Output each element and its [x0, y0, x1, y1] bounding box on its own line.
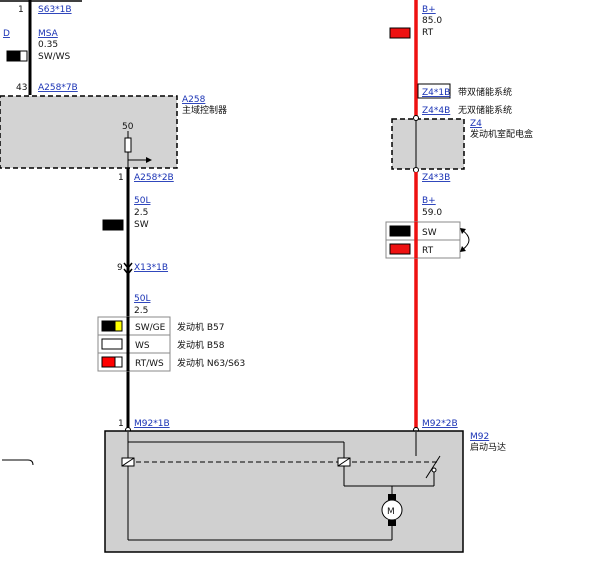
variant-color-code: RT/WS: [135, 359, 164, 369]
connector-chevron-icon: [123, 262, 133, 270]
motor-brush-icon: [388, 494, 396, 500]
color-swatch-stripe: [19, 50, 28, 62]
pin-label: 43: [16, 83, 27, 93]
pin-label: 1: [118, 173, 124, 183]
motor-symbol: M: [387, 507, 395, 517]
connector-pin-icon: [413, 115, 419, 121]
pin-label: 1: [118, 419, 124, 429]
fuse-label: 50: [122, 122, 134, 132]
wire-cross-section: 0.35: [38, 40, 58, 50]
arrowhead-icon: [460, 246, 466, 252]
connector-z4-3b[interactable]: Z4*3B: [422, 173, 450, 183]
component-m92-name: 启动马达: [470, 441, 506, 453]
solenoid-coil-icon: [337, 457, 351, 467]
switch-contact-icon: [431, 467, 437, 473]
swap-arrow-icon: [461, 229, 470, 251]
connector-z4-1b-frame: [417, 83, 451, 99]
variant-color-code: WS: [135, 341, 150, 351]
arrowhead-icon: [460, 228, 466, 234]
color-swatch: [389, 225, 411, 237]
connector-chevron-icon: [123, 268, 133, 276]
wire-cross-section: 59.0: [422, 208, 442, 218]
connector-z4-4b[interactable]: Z4*4B: [422, 106, 450, 116]
color-swatch: [101, 338, 123, 350]
wire-color-code: SW/WS: [38, 52, 71, 62]
connector-m92-1b[interactable]: M92*1B: [134, 419, 170, 429]
component-a258-id[interactable]: A258: [182, 95, 206, 105]
connector-pin-icon: [413, 167, 419, 173]
alt-color-table: SW RT: [385, 221, 470, 259]
wire-cross-section: 2.5: [134, 306, 148, 316]
wire-function-code[interactable]: B+: [422, 5, 436, 15]
switch-blade-icon: [425, 455, 441, 479]
pin-label: 9: [117, 263, 123, 273]
connector-x13[interactable]: X13*1B: [134, 263, 168, 273]
starter-internal-circuit: M: [121, 432, 441, 541]
component-m92[interactable]: [104, 430, 464, 553]
wire-function-code[interactable]: 50L: [134, 196, 150, 206]
connector-desc: 带双储能系统: [458, 86, 512, 98]
component-a258-name: 主域控制器: [182, 104, 227, 116]
wire-color-code: RT: [422, 28, 434, 38]
connector-a258-7b[interactable]: A258*7B: [38, 83, 78, 93]
color-swatch: [389, 243, 411, 255]
wire-color-code: SW: [134, 220, 149, 230]
edge-fragment: [2, 459, 34, 466]
component-a258[interactable]: [0, 95, 178, 169]
color-swatch-stripe: [114, 356, 123, 368]
variant-color-code: SW/GE: [135, 323, 166, 333]
connector-m92-2b[interactable]: M92*2B: [422, 419, 458, 429]
wire-variant-table: SW/GE 发动机 B57 WS 发动机 B58 RT/WS 发动机 N63/S…: [97, 316, 245, 372]
wire-function-code[interactable]: 50L: [134, 294, 150, 304]
variant-engine: 发动机 N63/S63: [177, 357, 245, 369]
solenoid-coil-icon: [121, 457, 135, 467]
arrow-icon: [146, 157, 152, 163]
component-z4-name: 发动机室配电盒: [470, 128, 533, 140]
alt-color-code: RT: [422, 246, 434, 256]
color-swatch: [389, 27, 411, 39]
left-edge-text[interactable]: D: [3, 29, 10, 39]
connector-z4-1b[interactable]: Z4*1B: [422, 88, 450, 98]
component-z4[interactable]: [391, 118, 465, 170]
wire-function-code[interactable]: B+: [422, 196, 436, 206]
variant-engine: 发动机 B57: [177, 321, 225, 333]
wire-cross-section: 2.5: [134, 208, 148, 218]
wire-function-code[interactable]: MSA: [38, 29, 59, 39]
connector-desc: 无双储能系统: [458, 104, 512, 116]
alt-color-code: SW: [422, 228, 437, 238]
motor-brush-icon: [388, 520, 396, 526]
component-m92-id[interactable]: M92: [470, 432, 489, 442]
variant-engine: 发动机 B58: [177, 339, 225, 351]
wire-cross-section: 85.0: [422, 16, 442, 26]
connector-a258-2b[interactable]: A258*2B: [134, 173, 174, 183]
fuse-icon: [124, 137, 132, 153]
color-swatch: [102, 219, 124, 231]
color-swatch-stripe: [114, 320, 123, 332]
connector-s63-1b[interactable]: S63*1B: [38, 5, 72, 15]
component-z4-id[interactable]: Z4: [470, 119, 482, 129]
pin-label: 1: [18, 5, 24, 15]
